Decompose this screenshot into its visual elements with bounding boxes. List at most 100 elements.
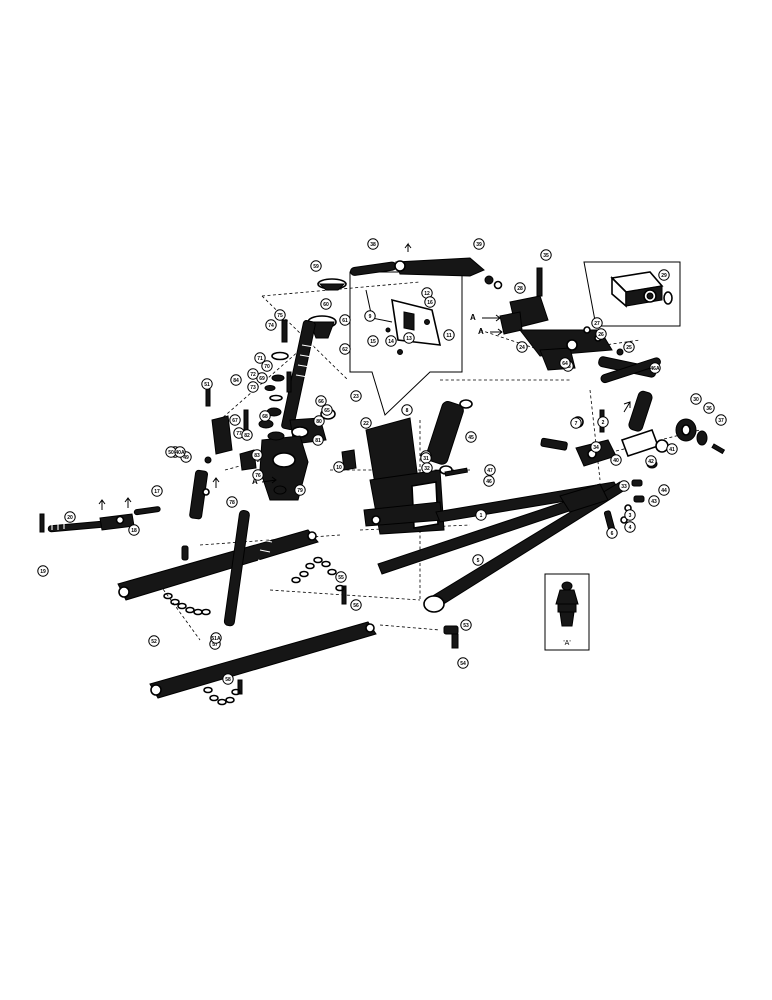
callout-number: 81 [315, 438, 321, 444]
callout-number: 73 [250, 385, 256, 391]
callout-80: 80 [313, 415, 325, 427]
callout-circle [294, 484, 306, 496]
callout-number: 70 [264, 364, 270, 370]
callout-circle [128, 524, 140, 536]
callout-number: 29 [661, 273, 667, 279]
callout-number: 25 [626, 345, 632, 351]
callout-number: 31 [423, 456, 429, 462]
callout-number: 34 [593, 445, 599, 451]
callout-circle [658, 484, 670, 496]
callout-36: 36 [703, 402, 715, 414]
callout-number: 42 [648, 459, 654, 465]
callout-number: 19 [40, 569, 46, 575]
callout-58: 58 [222, 673, 234, 685]
callout-46: 46 [483, 475, 495, 487]
callout-15: 15 [367, 335, 379, 347]
callout-74: 74 [265, 319, 277, 331]
callout-53: 53 [460, 619, 472, 631]
callout-circle [226, 496, 238, 508]
callout-71: 71 [254, 352, 266, 364]
callout-circle [443, 329, 455, 341]
callout-9: 9 [364, 310, 376, 322]
callout-circle [401, 404, 413, 416]
callout-number: 28 [517, 286, 523, 292]
callout-circle [312, 434, 324, 446]
callout-number: 3 [629, 513, 632, 519]
callout-number: 18 [131, 528, 137, 534]
callout-number: 55 [338, 575, 344, 581]
callout-44: 44 [658, 484, 670, 496]
callout-number: 64 [562, 361, 568, 367]
callout-number: 22 [363, 421, 369, 427]
callout-circle [649, 362, 661, 374]
callout-number: 47 [487, 468, 493, 474]
callout-number: 5 [477, 558, 480, 564]
callout-43: 43 [648, 495, 660, 507]
callout-number: 30 [693, 397, 699, 403]
callout-number: 53 [463, 623, 469, 629]
callout-number: 76 [255, 473, 261, 479]
callout-number: 33 [621, 484, 627, 490]
callout-number: 62 [342, 347, 348, 353]
callout-circle [595, 328, 607, 340]
callout-number: 12 [424, 291, 430, 297]
callout-81: 81 [312, 434, 324, 446]
callout-65: 65 [321, 404, 333, 416]
callout-number: 77 [236, 431, 242, 437]
callout-circle [666, 443, 678, 455]
callout-40A: 40A [174, 446, 186, 458]
callout-number: 39 [476, 242, 482, 248]
callout-circle [540, 249, 552, 261]
callout-75: 75 [274, 309, 286, 321]
callout-60: 60 [320, 298, 332, 310]
lift-link-parts [189, 385, 257, 520]
callout-number: 6 [611, 531, 614, 537]
callout-number: 9 [369, 314, 372, 320]
callout-34: 34 [590, 441, 602, 453]
callout-29: 29 [658, 269, 670, 281]
callout-number: 26 [598, 332, 604, 338]
callout-number: 44 [661, 488, 667, 494]
callout-circle [590, 441, 602, 453]
callout-number: 67 [232, 418, 238, 424]
callout-circle [703, 402, 715, 414]
upper-center-inset [349, 271, 463, 416]
callout-number: 75 [277, 313, 283, 319]
callout-68: 68 [259, 410, 271, 422]
callout-number: 56 [353, 603, 359, 609]
callout-82: 82 [241, 429, 253, 441]
callout-circle [465, 431, 477, 443]
callout-circle [623, 341, 635, 353]
callout-number: 82 [244, 433, 250, 439]
callout-circle [473, 238, 485, 250]
callout-number: 41 [669, 447, 675, 453]
callout-circle [201, 378, 213, 390]
callout-76: 76 [252, 469, 264, 481]
callout-number: 71 [257, 356, 263, 362]
callout-circle [151, 485, 163, 497]
callout-78: 78 [226, 496, 238, 508]
callout-62: 62 [339, 343, 351, 355]
callout-number: 50 [168, 450, 174, 456]
callout-51: 51 [201, 378, 213, 390]
callout-18: 18 [128, 524, 140, 536]
arrow-a-label-3: A [252, 477, 258, 486]
callout-number: 84 [233, 378, 239, 384]
callout-19: 19 [37, 565, 49, 577]
callout-51A: 51A [210, 632, 222, 644]
callout-20: 20 [64, 511, 76, 523]
callout-46A: 46A [649, 362, 661, 374]
callout-circle [241, 429, 253, 441]
callout-circle [559, 357, 571, 369]
callout-number: 46 [486, 479, 492, 485]
callout-40: 40 [610, 454, 622, 466]
callout-circle [261, 360, 273, 372]
callout-number: 37 [718, 418, 724, 424]
callout-circle [364, 310, 376, 322]
callout-circle [367, 335, 379, 347]
callout-11: 11 [443, 329, 455, 341]
callout-circle [385, 335, 397, 347]
callout-number: 27 [594, 321, 600, 327]
callout-45: 45 [465, 431, 477, 443]
detail-a-caption: 'A' [563, 640, 570, 647]
